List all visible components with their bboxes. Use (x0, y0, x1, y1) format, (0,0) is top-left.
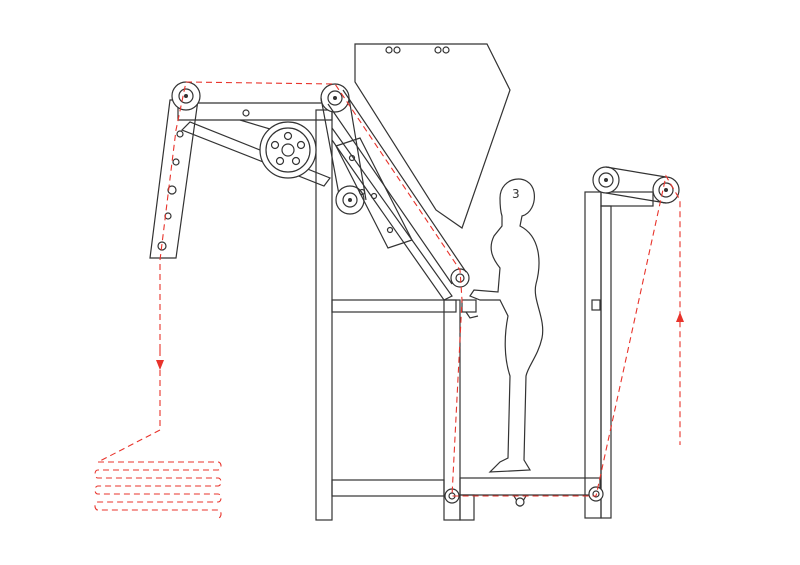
fabric-path (97, 81, 684, 497)
hopper-bolt-left (385, 46, 401, 54)
hopper-bolt-right (434, 46, 450, 54)
figure-mark: 3 (512, 187, 520, 201)
operator-figure: 3 (469, 178, 544, 473)
control-pendant (461, 299, 479, 319)
folded-fabric-stack (94, 461, 222, 519)
stand-top-roller-right (652, 176, 680, 204)
hopper (354, 43, 511, 229)
top-left-roller (171, 81, 201, 111)
right-stand (584, 166, 680, 519)
bottom-pulley-center (513, 495, 527, 508)
arrow-up-icon (676, 312, 684, 322)
arrow-down-icon (156, 360, 164, 370)
stand-switch (591, 299, 601, 311)
drive-wheel (259, 121, 317, 179)
fabric-fold-line (94, 461, 222, 519)
stand-top-roller-left (592, 166, 620, 194)
top-center-roller (320, 83, 350, 113)
inspection-plate (335, 137, 413, 249)
swing-arm (149, 99, 199, 259)
main-frame (177, 102, 601, 521)
